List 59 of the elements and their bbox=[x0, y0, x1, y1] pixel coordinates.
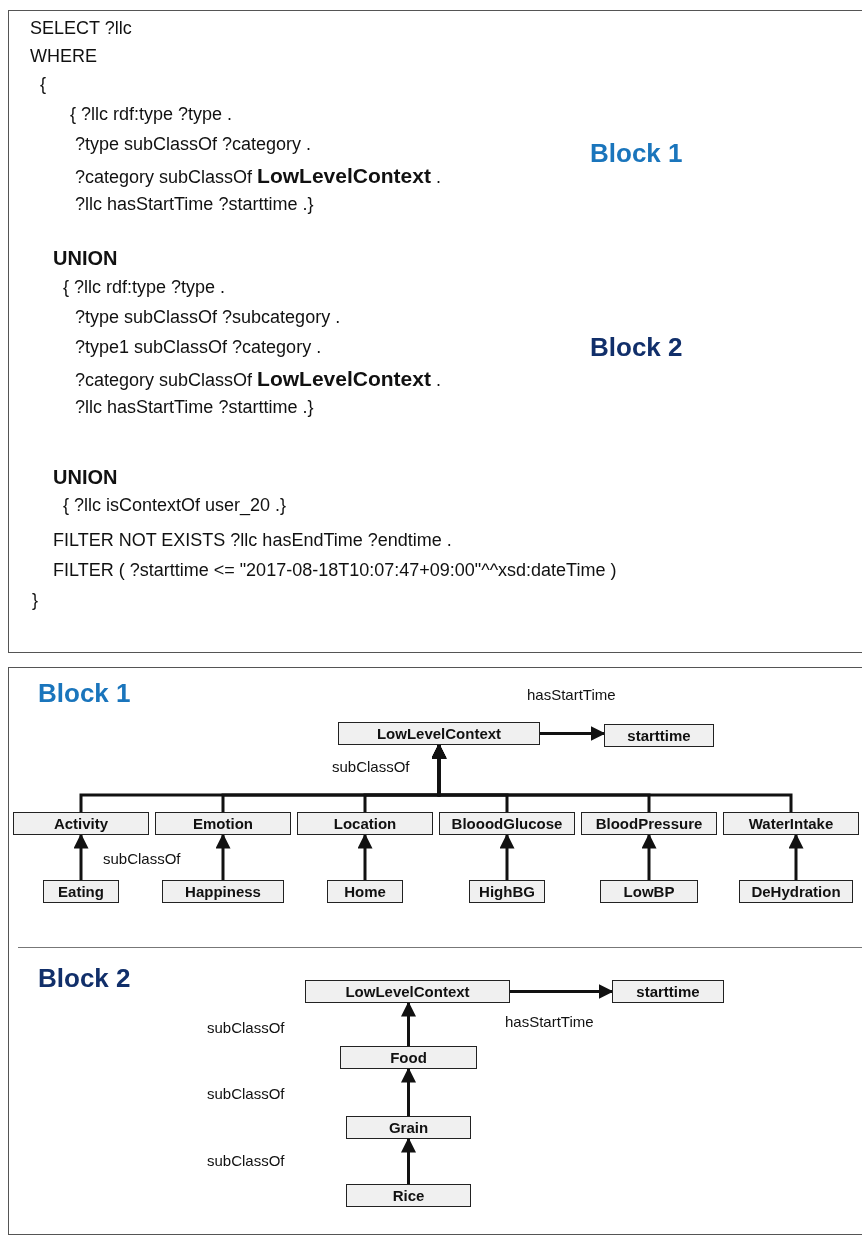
class-box: Eating bbox=[43, 880, 119, 903]
arrow bbox=[788, 833, 804, 880]
code-line: ?llc hasStartTime ?starttime .} bbox=[75, 194, 314, 216]
class-box: HighBG bbox=[469, 880, 545, 903]
block-heading: Block 2 bbox=[590, 332, 683, 364]
block-heading: Block 2 bbox=[38, 963, 131, 995]
block-heading: Block 1 bbox=[590, 138, 683, 170]
block-heading: Block 1 bbox=[38, 678, 131, 710]
code-line: { ?llc rdf:type ?type . bbox=[70, 104, 233, 126]
code-line: ?type subClassOf ?category . bbox=[75, 134, 312, 156]
relation-label: subClassOf bbox=[207, 1085, 285, 1103]
code-line: FILTER NOT EXISTS ?llc hasEndTime ?endtime . bbox=[53, 530, 452, 552]
keyword: UNION bbox=[53, 465, 118, 489]
arrow bbox=[510, 984, 614, 999]
class-box: starttime bbox=[612, 980, 724, 1003]
code-line: } bbox=[32, 590, 38, 612]
code-line: ?type subClassOf ?subcategory . bbox=[75, 307, 341, 329]
code-line: { bbox=[40, 74, 46, 96]
class-box: LowLevelContext bbox=[338, 722, 540, 745]
class-box: Rice bbox=[346, 1184, 471, 1207]
code-line: WHERE bbox=[30, 46, 97, 68]
relation-label: subClassOf bbox=[207, 1019, 285, 1037]
arrow bbox=[401, 1001, 416, 1046]
code-line: { ?llc rdf:type ?type . bbox=[63, 277, 226, 299]
relation-label: subClassOf bbox=[103, 850, 181, 868]
arrow bbox=[357, 833, 373, 880]
class-box: LowBP bbox=[600, 880, 698, 903]
relation-label: subClassOf bbox=[207, 1152, 285, 1170]
edge-label: hasStartTime bbox=[505, 1013, 594, 1030]
class-box: LowLevelContext bbox=[305, 980, 510, 1003]
arrow bbox=[401, 1067, 416, 1116]
class-box: DeHydration bbox=[739, 880, 853, 903]
code-line: FILTER ( ?starttime <= "2017-08-18T10:07:47+09:00"^^xsd:dateTime ) bbox=[53, 560, 617, 582]
arrow bbox=[499, 833, 515, 880]
class-box: Food bbox=[340, 1046, 477, 1069]
class-box: Emotion bbox=[155, 812, 291, 835]
class-box: starttime bbox=[604, 724, 714, 747]
code-line: ?category subClassOf LowLevelContext . bbox=[75, 366, 441, 392]
arrow bbox=[641, 833, 657, 880]
code-line: SELECT ?llc bbox=[30, 18, 132, 40]
class-box: BloodPressure bbox=[581, 812, 717, 835]
class-box: Activity bbox=[13, 812, 149, 835]
code-line: ?type1 subClassOf ?category . bbox=[75, 337, 322, 359]
class-box: Location bbox=[297, 812, 433, 835]
arrow bbox=[73, 833, 89, 880]
code-line: ?llc hasStartTime ?starttime .} bbox=[75, 397, 314, 419]
class-box: BlooodGlucose bbox=[439, 812, 575, 835]
class-box: WaterIntake bbox=[723, 812, 859, 835]
class-box: Happiness bbox=[162, 880, 284, 903]
arrow bbox=[215, 833, 231, 880]
arrow bbox=[540, 726, 606, 741]
class-box: Grain bbox=[346, 1116, 471, 1139]
edge-label: hasStartTime bbox=[527, 686, 616, 703]
code-line: ?category subClassOf LowLevelContext . bbox=[75, 163, 441, 189]
arrow bbox=[401, 1137, 416, 1184]
class-box: Home bbox=[327, 880, 403, 903]
relation-label: subClassOf bbox=[332, 758, 410, 776]
keyword: UNION bbox=[53, 246, 118, 270]
code-line: { ?llc isContextOf user_20 .} bbox=[63, 495, 287, 517]
